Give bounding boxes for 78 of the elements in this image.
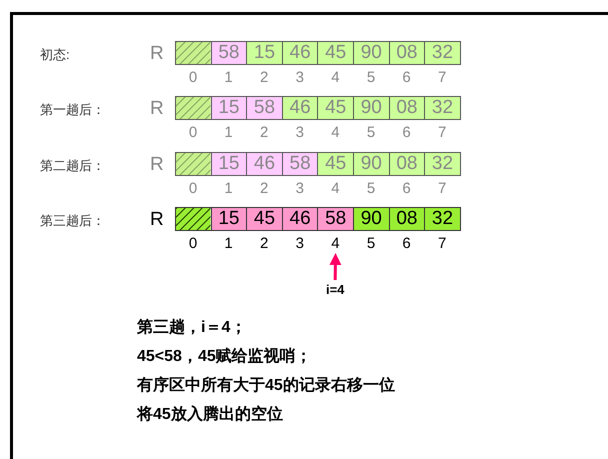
index-label: 6: [401, 180, 412, 198]
array-name: R: [150, 97, 164, 121]
index-label: 7: [437, 69, 448, 87]
index-label: 5: [366, 124, 376, 142]
array-name: R: [150, 208, 164, 232]
array-name: R: [150, 153, 164, 177]
array-cell: 15: [246, 41, 283, 65]
index-label: 1: [223, 235, 234, 253]
row-label: 第二趟后：: [40, 157, 105, 175]
array-cell: 46: [282, 41, 318, 65]
index-label: 2: [259, 124, 270, 142]
array-cell: 32: [424, 96, 461, 120]
index-label: 1: [223, 180, 234, 198]
index-label: 2: [259, 235, 270, 253]
array-cell: 90: [353, 96, 390, 120]
index-label: 6: [401, 69, 412, 87]
index-label: 4: [330, 69, 341, 87]
array-cell: 15: [210, 152, 248, 176]
array-cell: 08: [388, 96, 426, 120]
sentinel-box: [175, 96, 212, 120]
index-label: 7: [437, 180, 448, 198]
index-label: 2: [259, 180, 270, 198]
array-cell: 45: [246, 207, 283, 231]
index-label: 0: [188, 235, 198, 253]
array-cell: 58: [210, 41, 248, 65]
row-label: 第一趟后：: [40, 101, 105, 119]
sentinel-box: [175, 207, 212, 231]
note-text: 45<58，45赋给监视哨；: [137, 347, 313, 367]
sentinel-box: [175, 41, 212, 65]
index-label: 1: [223, 124, 234, 142]
array-cell: 58: [317, 207, 354, 231]
index-label: 6: [401, 235, 412, 253]
array-cell: 45: [317, 41, 354, 65]
array-cell: 90: [353, 207, 390, 231]
array-cell: 08: [388, 207, 426, 231]
array-cell: 46: [282, 96, 318, 120]
index-label: 2: [259, 69, 270, 87]
index-label: 4: [317, 235, 354, 253]
index-label: 0: [188, 180, 198, 198]
array-name: R: [150, 42, 164, 66]
index-label: 5: [366, 235, 376, 253]
row-label: 第三趟后：: [40, 212, 105, 230]
note-text: 有序区中所有大于45的记录右移一位: [137, 376, 395, 396]
index-label: 7: [437, 235, 448, 253]
index-label: 3: [294, 69, 305, 87]
array-cell: 32: [424, 41, 461, 65]
pointer-label: i=4: [315, 280, 356, 300]
index-label: 3: [294, 124, 305, 142]
array-cell: 45: [317, 96, 354, 120]
array-cell: 90: [353, 152, 390, 176]
array-cell: 46: [246, 152, 283, 176]
array-cell: 58: [282, 152, 318, 176]
index-label: 0: [188, 124, 198, 142]
row-label: 初态:: [40, 46, 70, 64]
index-label: 7: [437, 124, 448, 142]
note-text: 第三趟，i＝4；: [137, 318, 248, 338]
array-cell: 15: [210, 207, 248, 231]
array-cell: 90: [353, 41, 390, 65]
index-label: 4: [330, 180, 341, 198]
index-label: 5: [366, 69, 376, 87]
index-label: 6: [401, 124, 412, 142]
index-label: 3: [294, 235, 305, 253]
array-cell: 08: [388, 41, 426, 65]
array-cell: 08: [388, 152, 426, 176]
index-label: 3: [294, 180, 305, 198]
sentinel-box: [175, 152, 212, 176]
array-cell: 15: [210, 96, 248, 120]
index-label: 5: [366, 180, 376, 198]
array-cell: 32: [424, 152, 461, 176]
index-label: 0: [188, 69, 198, 87]
array-cell: 46: [282, 207, 318, 231]
note-text: 将45放入腾出的空位: [137, 405, 284, 425]
array-cell: 32: [424, 207, 461, 231]
array-cell: 45: [317, 152, 354, 176]
index-label: 1: [223, 69, 234, 87]
arrow: [329, 253, 342, 280]
index-label: 4: [330, 124, 341, 142]
array-cell: 58: [246, 96, 283, 120]
